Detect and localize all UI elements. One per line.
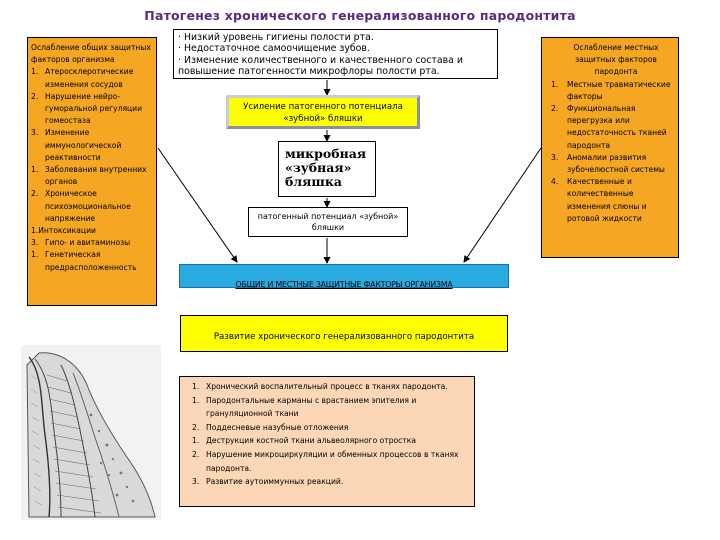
list-item: 1. Генетическая предрасположенность: [31, 249, 153, 273]
item-text: Заболевания внутренних органов: [45, 165, 147, 187]
hygiene-line: · Недостаточное самоочищение зубов.: [178, 43, 370, 55]
item-text: Атеросклеротические изменения сосудов: [45, 67, 134, 89]
enhance-potential-box: Усиление патогенного потенциала «зубной»…: [226, 95, 420, 129]
hygiene-factors-box: · Низкий уровень гигиены полости рта. · …: [173, 29, 498, 79]
list-item: 1. Пародонтальные карманы с врастанием эп…: [184, 394, 470, 421]
item-number: 2.: [192, 449, 200, 459]
item-text: Деструкция костной ткани альвеолярного о…: [206, 436, 417, 446]
list-item: 2. Нарушение нейро-гуморальной регуляции …: [31, 91, 153, 128]
item-number: 1.: [192, 382, 200, 391]
list-item: 1. Хронический воспалительный процесс в т…: [184, 380, 470, 394]
pathogenic-potential-box: патогенный потенциал «зубной» бляшки: [248, 207, 408, 237]
item-number: 1.: [551, 79, 559, 89]
item-text: Гипо- и авитаминозы: [45, 238, 131, 248]
local-factors-list: 1. Местные травматические факторы 2. Функц…: [545, 79, 675, 225]
general-factors-heading: Ослабление общих защитных факторов орган…: [31, 43, 151, 65]
local-factors-box: Ослабление местных защитных факторов пар…: [541, 37, 679, 258]
item-number: 3.: [31, 238, 39, 248]
list-item: 2. Поддесневые назубные отложения: [184, 421, 470, 435]
general-factors-list: 1.Атеросклеротические изменения сосудов …: [31, 66, 153, 273]
item-text: Развитие аутоиммунных реакций.: [206, 477, 344, 487]
general-factors-box: Ослабление общих защитных факторов орган…: [27, 37, 157, 306]
list-item: 1. Деструкция костной ткани альвеолярного…: [184, 434, 470, 448]
item-text: Генетическая предрасположенность: [45, 250, 137, 272]
item-text: Хронический воспалительный процесс в тка…: [206, 382, 448, 391]
list-item: 2. Функциональная перегрузка или недостат…: [545, 103, 675, 152]
arrow-right-to-factors: [463, 147, 542, 263]
item-number: 1.: [192, 395, 200, 405]
item-number: 2.: [192, 422, 200, 432]
item-number: 2.: [551, 104, 559, 114]
item-number: 3.: [551, 152, 559, 162]
item-text: Качественные и количественные изменения …: [567, 177, 647, 223]
microbial-plaque-box: микробная «зубная» бляшка: [278, 141, 376, 197]
item-text: Функциональная перегрузка или недостаточ…: [567, 104, 667, 150]
item-text: Нарушение микроциркуляции и обменных про…: [206, 449, 459, 473]
hygiene-line: · Низкий уровень гигиены полости рта.: [178, 32, 374, 43]
hygiene-line: · Изменение количественного и качественн…: [178, 54, 463, 78]
list-item: 3. Гипо- и авитаминозы: [31, 237, 153, 249]
item-number: 2.: [31, 189, 39, 199]
list-item: 3. Изменение иммунологической реактивност…: [31, 127, 153, 164]
item-number: 3.: [192, 477, 200, 487]
consequences-box: 1. Хронический воспалительный процесс в т…: [179, 376, 475, 507]
local-factors-heading: Ослабление местных защитных факторов пар…: [573, 43, 659, 77]
list-item: 3. Аномалии развития зубочелюстной систем…: [545, 152, 675, 176]
item-text: Поддесневые назубные отложения: [206, 422, 349, 432]
item-text: Хроническое психоэмоциональное напряжени…: [45, 189, 131, 223]
item-number: 1.: [31, 226, 39, 236]
item-text: Аномалии развития зубочелюстной системы: [567, 152, 665, 175]
list-item: 1.Интоксикации: [31, 225, 153, 237]
item-number: 4.: [551, 177, 559, 187]
item-number: 2.: [31, 91, 39, 101]
list-item: 1. Заболевания внутренних органов: [31, 164, 153, 188]
item-text: Пародонтальные карманы с врастанием эпит…: [206, 395, 417, 419]
page-title: Патогенез хронического генерализованного…: [144, 8, 576, 23]
arrow-left-to-factors: [157, 147, 238, 263]
item-text: Нарушение нейро-гуморальной регуляции го…: [45, 91, 143, 126]
list-item: 1. Атеросклеротические изменения сосудов: [31, 66, 153, 90]
consequences-list: 1. Хронический воспалительный процесс в т…: [184, 380, 470, 489]
list-item: 4. Качественные и количественные изменени…: [545, 176, 675, 225]
list-item: 2. Хроническое психоэмоциональное напряже…: [31, 188, 153, 225]
item-text: Местные травматические факторы: [567, 79, 671, 101]
periodontitis-development-box: Развитие хронического генерализованного …: [180, 315, 508, 352]
list-item: 3. Развитие аутоиммунных реакций.: [184, 475, 470, 489]
list-item: 2. Нарушение микроциркуляции и обменных п…: [184, 448, 470, 475]
list-item: 1. Местные травматические факторы: [545, 79, 675, 103]
item-number: 1.: [31, 67, 39, 77]
item-text: Изменение иммунологической реактивности: [45, 128, 122, 162]
item-text: Интоксикации: [38, 226, 96, 236]
item-number: 1.: [31, 250, 39, 260]
item-number: 1.: [31, 165, 39, 175]
tissue-histology-image: [21, 345, 161, 520]
item-number: 1.: [192, 436, 200, 446]
item-number: 3.: [31, 128, 39, 138]
protective-factors-box: ОБЩИЕ И МЕСТНЫЕ ЗАЩИТНЫЕ ФАКТОРЫ ОРГАНИЗ…: [179, 264, 509, 289]
